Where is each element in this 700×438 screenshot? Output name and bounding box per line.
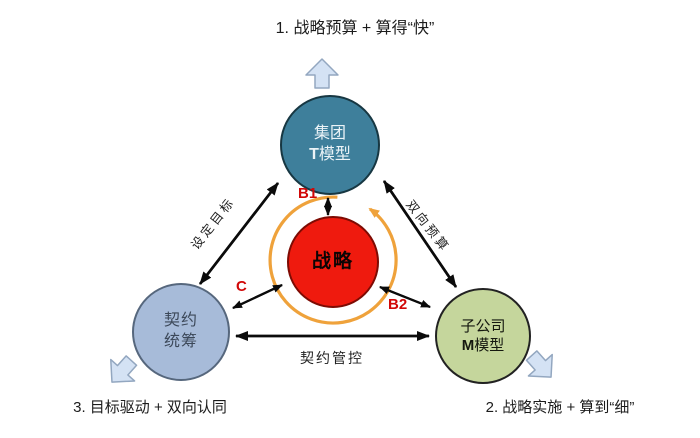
block-arrow-down-left-icon xyxy=(99,349,145,394)
arrow-c xyxy=(232,284,283,309)
node-strategy: 战略 xyxy=(287,216,379,308)
strategy-cycle-arrow xyxy=(268,195,398,325)
node-subsidiary-m-model: 子公司 M模型 xyxy=(435,288,531,384)
arrow-group-subsidiary xyxy=(382,180,458,288)
edge-tag-b1: B1 xyxy=(298,185,318,202)
caption-goal-driven: 3. 目标驱动 + 双向认同 xyxy=(73,399,227,416)
caption-strategic-budget: 1. 战略预算 + 算得“快” xyxy=(275,20,435,37)
node-strategy-label: 战略 xyxy=(311,250,354,272)
arrow-b2 xyxy=(379,285,431,309)
edge-label-contract-control: 契约管控 xyxy=(300,350,364,366)
node-contract-line2: 统筹 xyxy=(163,333,198,350)
node-subsidiary-line1: 子公司 xyxy=(460,317,506,335)
caption-strategy-implementation: 2. 战略实施 + 算到“细” xyxy=(485,399,635,416)
node-subsidiary-line2: M模型 xyxy=(461,337,505,354)
edge-tag-c: C xyxy=(236,278,247,295)
edge-tag-b2: B2 xyxy=(388,296,408,313)
node-group-t-model: 集团 T模型 xyxy=(280,95,380,195)
node-group-line1: 集团 xyxy=(313,125,346,143)
block-arrow-up-icon xyxy=(305,58,339,89)
node-contract-coordination: 契约 统筹 xyxy=(132,283,230,381)
node-contract-line1: 契约 xyxy=(163,312,198,330)
node-group-line2: T模型 xyxy=(309,146,351,163)
arrow-group-contract xyxy=(198,182,280,285)
